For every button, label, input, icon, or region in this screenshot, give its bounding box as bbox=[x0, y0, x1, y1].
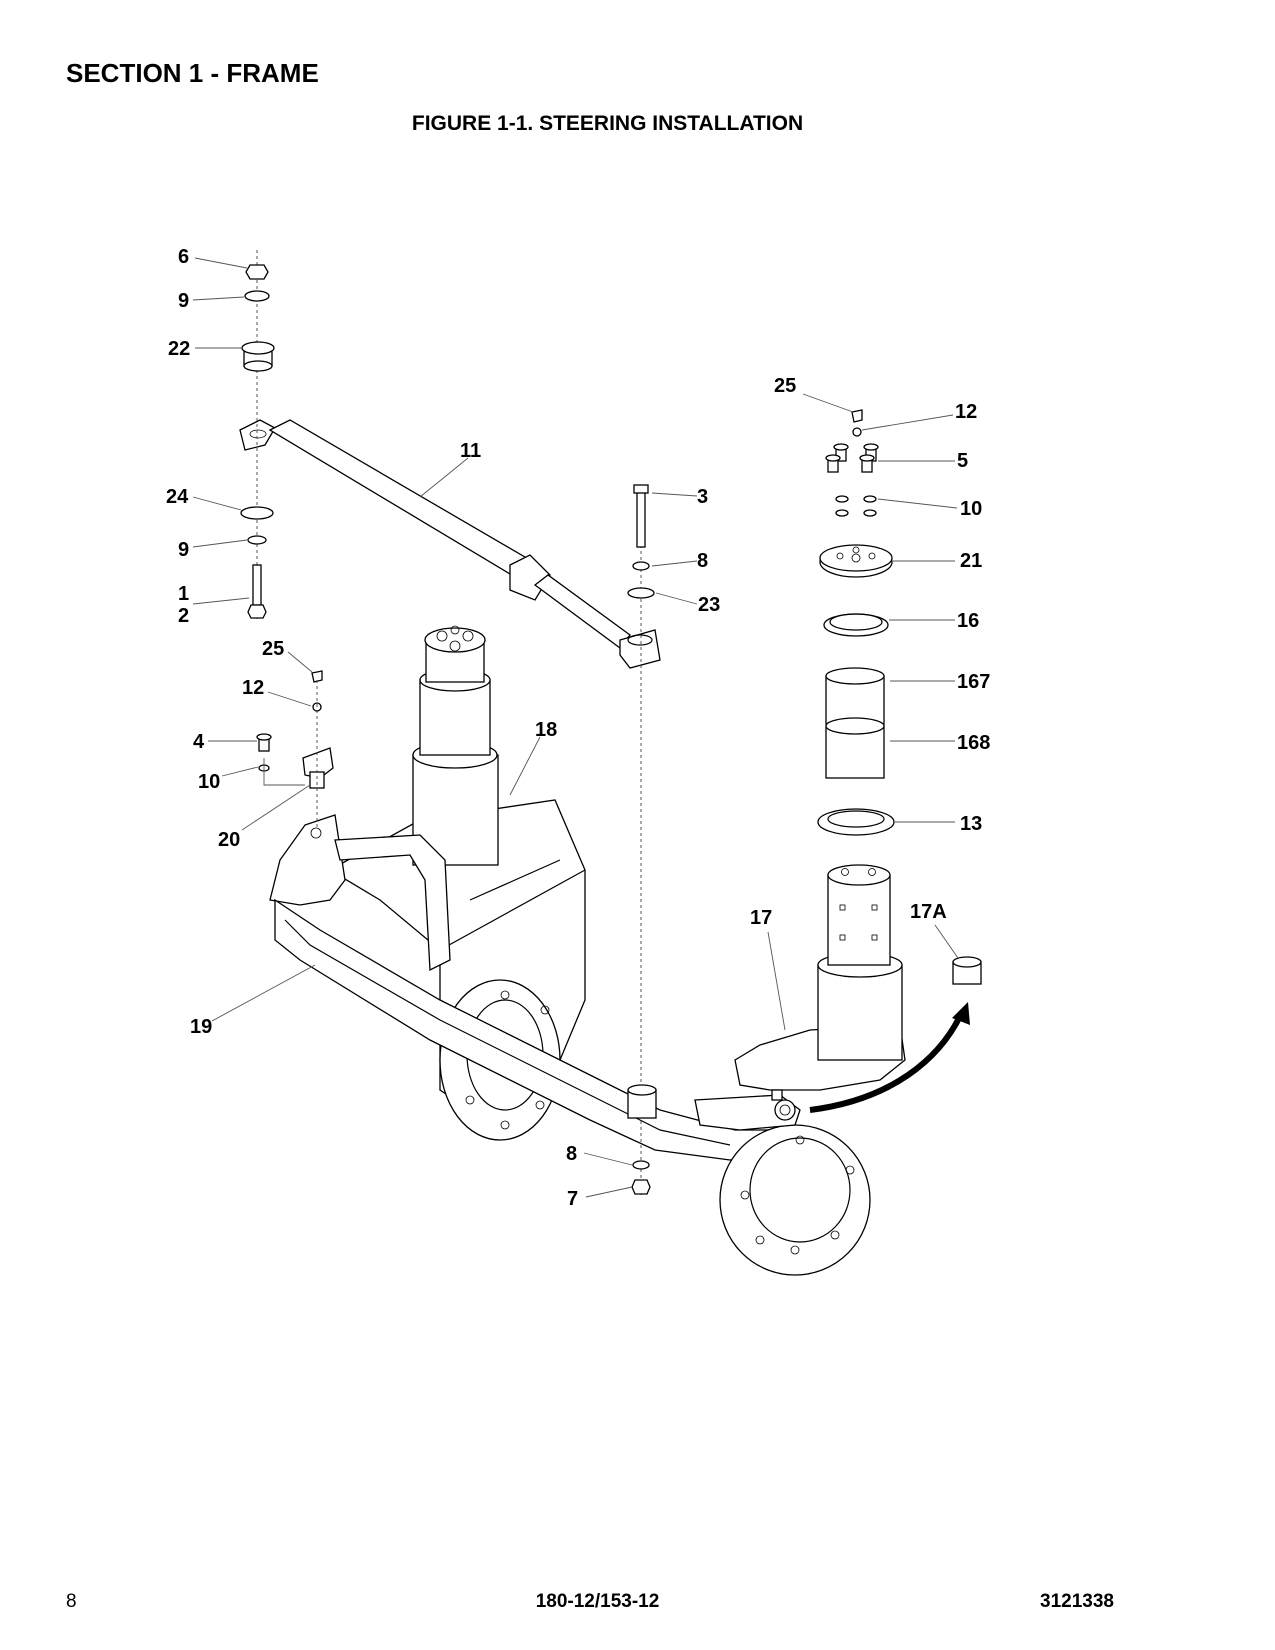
callout-24: 24 bbox=[166, 486, 189, 508]
right-kingpin-stack bbox=[817, 409, 895, 836]
callout-20: 20 bbox=[218, 829, 240, 851]
callout-9-upper: 9 bbox=[178, 290, 189, 312]
callout-17: 17 bbox=[750, 907, 772, 929]
callout-13: 13 bbox=[960, 813, 982, 835]
callout-9-lower: 9 bbox=[178, 539, 189, 561]
callout-18: 18 bbox=[535, 719, 557, 741]
callout-6: 6 bbox=[178, 246, 189, 268]
callout-1: 1 bbox=[178, 583, 189, 605]
model-number: 180-12/153-12 bbox=[535, 1591, 660, 1612]
callout-2: 2 bbox=[178, 605, 189, 627]
figure-title: FIGURE 1-1. STEERING INSTALLATION bbox=[411, 112, 804, 135]
callout-25-right: 25 bbox=[774, 375, 796, 397]
cap-17a bbox=[809, 956, 982, 1113]
callout-3: 3 bbox=[697, 486, 708, 508]
steering-knuckle-17 bbox=[694, 864, 906, 1276]
callout-8-upper: 8 bbox=[697, 550, 708, 572]
callout-10-left: 10 bbox=[198, 771, 220, 793]
callout-168: 168 bbox=[957, 732, 990, 754]
callout-4: 4 bbox=[193, 731, 205, 753]
callout-167: 167 bbox=[957, 671, 990, 693]
steering-cylinder-11 bbox=[239, 419, 661, 669]
callout-25-left: 25 bbox=[262, 638, 284, 660]
callout-labels: 6 9 22 11 24 9 1 2 25 12 4 10 20 18 19 3… bbox=[166, 246, 990, 1210]
section-title: SECTION 1 - FRAME bbox=[66, 58, 319, 88]
callout-5: 5 bbox=[957, 450, 968, 472]
callout-11: 11 bbox=[460, 440, 481, 462]
callout-22: 22 bbox=[168, 338, 190, 360]
callout-17a: 17A bbox=[910, 901, 947, 923]
page-number: 8 bbox=[66, 1591, 77, 1612]
axle-housing-18 bbox=[328, 625, 586, 1141]
document-number: 3121338 bbox=[1040, 1591, 1114, 1612]
left-pin-stack bbox=[240, 250, 275, 620]
leader-lines bbox=[192, 257, 959, 1198]
callout-8-lower: 8 bbox=[566, 1143, 577, 1165]
callout-23: 23 bbox=[698, 594, 720, 616]
callout-7: 7 bbox=[567, 1188, 578, 1210]
callout-12-left: 12 bbox=[242, 677, 264, 699]
left-small-parts bbox=[256, 670, 334, 830]
callout-16: 16 bbox=[957, 610, 979, 632]
callout-21: 21 bbox=[960, 550, 982, 572]
callout-19: 19 bbox=[190, 1016, 212, 1038]
center-pin-stack bbox=[627, 484, 657, 1195]
callout-10-right: 10 bbox=[960, 498, 982, 520]
callout-12-right: 12 bbox=[955, 401, 977, 423]
